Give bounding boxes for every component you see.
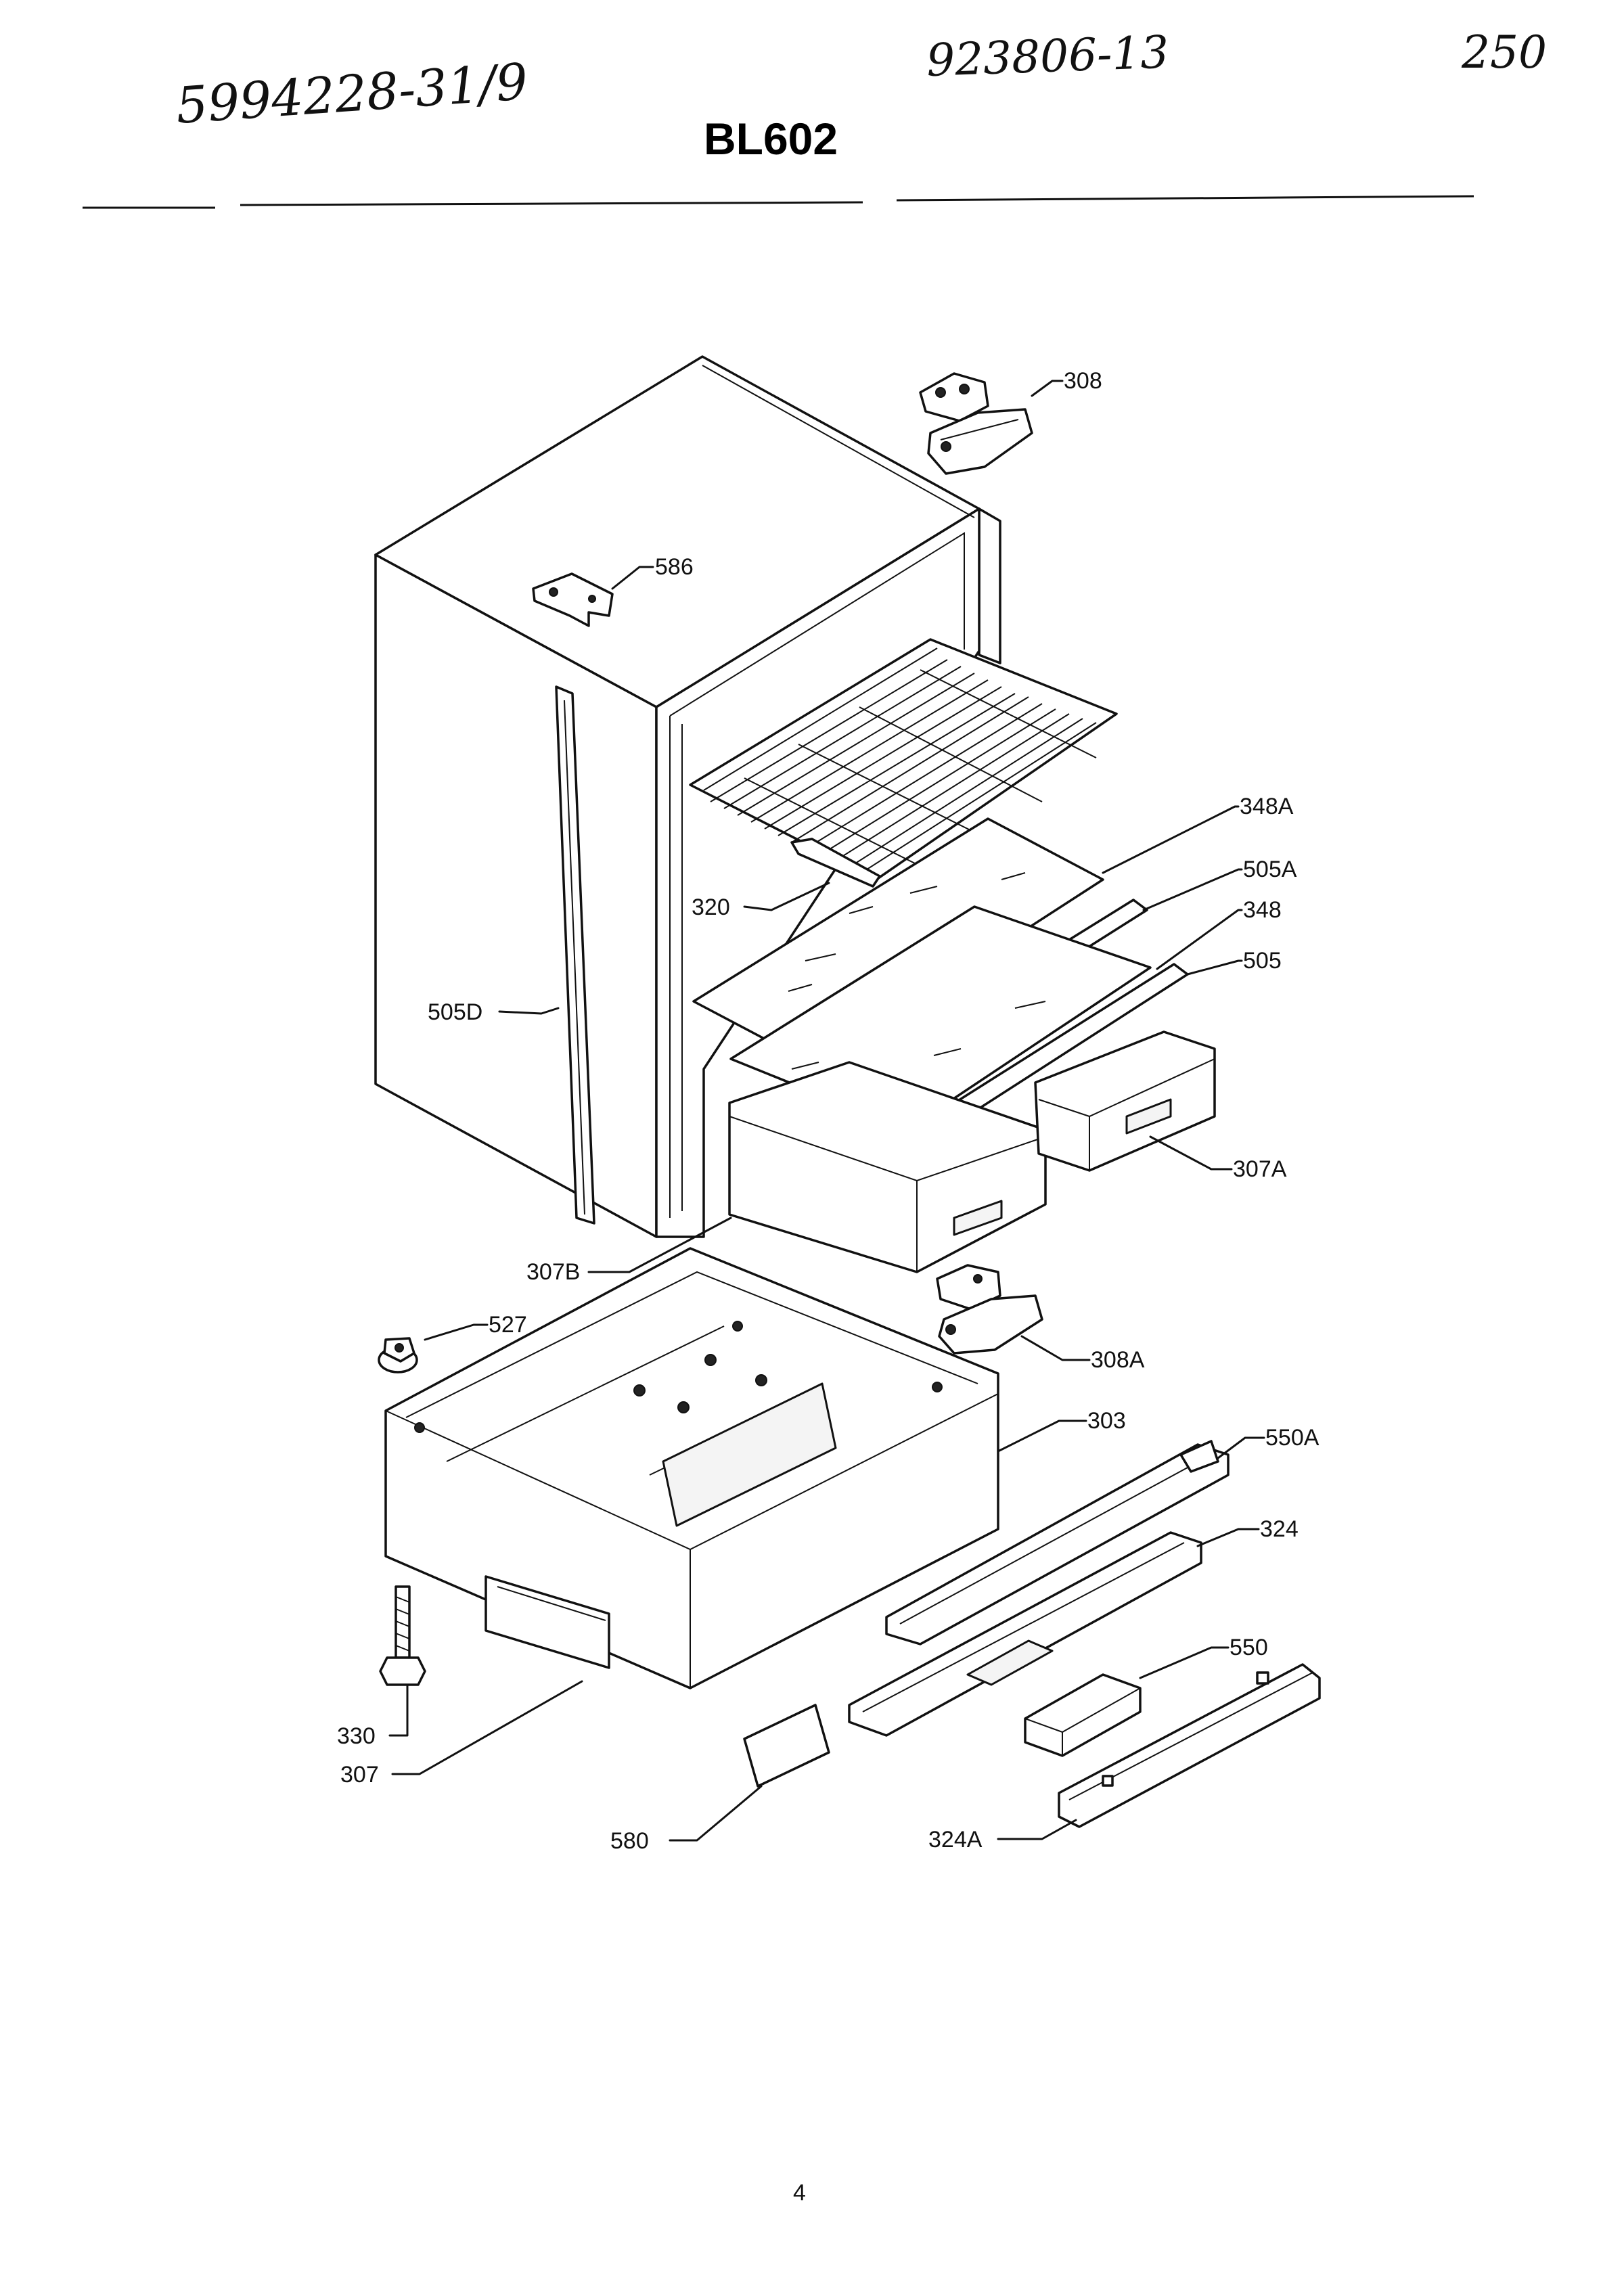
label-505A: 505A [1243, 857, 1297, 882]
base-303 [384, 1247, 999, 1689]
label-348: 348 [1243, 897, 1282, 923]
label-550A: 550A [1265, 1425, 1320, 1451]
label-324A: 324A [928, 1827, 983, 1853]
label-308: 308 [1064, 368, 1102, 394]
nut-527 [378, 1337, 418, 1373]
label-580: 580 [610, 1828, 649, 1854]
wire-shelf-320 [689, 638, 1118, 888]
drawer-307B [728, 1061, 1047, 1273]
page-number: 4 [793, 2180, 806, 2206]
pad-580 [743, 1704, 830, 1788]
label-320: 320 [692, 894, 730, 920]
drawer-307A [1034, 1030, 1216, 1172]
label-527: 527 [489, 1312, 527, 1338]
adjustable-foot-330 [379, 1585, 426, 1686]
rail-550A [885, 1440, 1230, 1645]
kick-plate-307 [484, 1575, 610, 1669]
label-586: 586 [655, 554, 694, 580]
hinge-308 [919, 372, 1033, 475]
label-324: 324 [1260, 1516, 1299, 1542]
label-330: 330 [337, 1723, 376, 1749]
bracket-586 [532, 572, 614, 627]
handwritten-part-number-left: 5994228-31/9 [174, 53, 529, 135]
leader-lines [388, 380, 1265, 1842]
rail-324 [848, 1531, 1202, 1737]
label-550: 550 [1230, 1635, 1268, 1660]
label-307B: 307B [526, 1259, 580, 1285]
label-308A: 308A [1091, 1347, 1145, 1373]
label-307: 307 [340, 1762, 379, 1788]
block-550 [1024, 1673, 1142, 1757]
label-348A: 348A [1240, 794, 1294, 819]
label-505: 505 [1243, 948, 1282, 974]
handwritten-code-right: 250 [1461, 26, 1547, 78]
trim-bar-324A [1058, 1663, 1321, 1828]
handwritten-part-number-center: 923806-13 [926, 26, 1170, 87]
header-rule [83, 195, 1474, 209]
label-303: 303 [1087, 1408, 1126, 1434]
model-title: BL602 [704, 114, 838, 164]
hinge-308A [936, 1264, 1043, 1355]
label-307A: 307A [1233, 1156, 1287, 1182]
label-505D: 505D [428, 999, 482, 1025]
